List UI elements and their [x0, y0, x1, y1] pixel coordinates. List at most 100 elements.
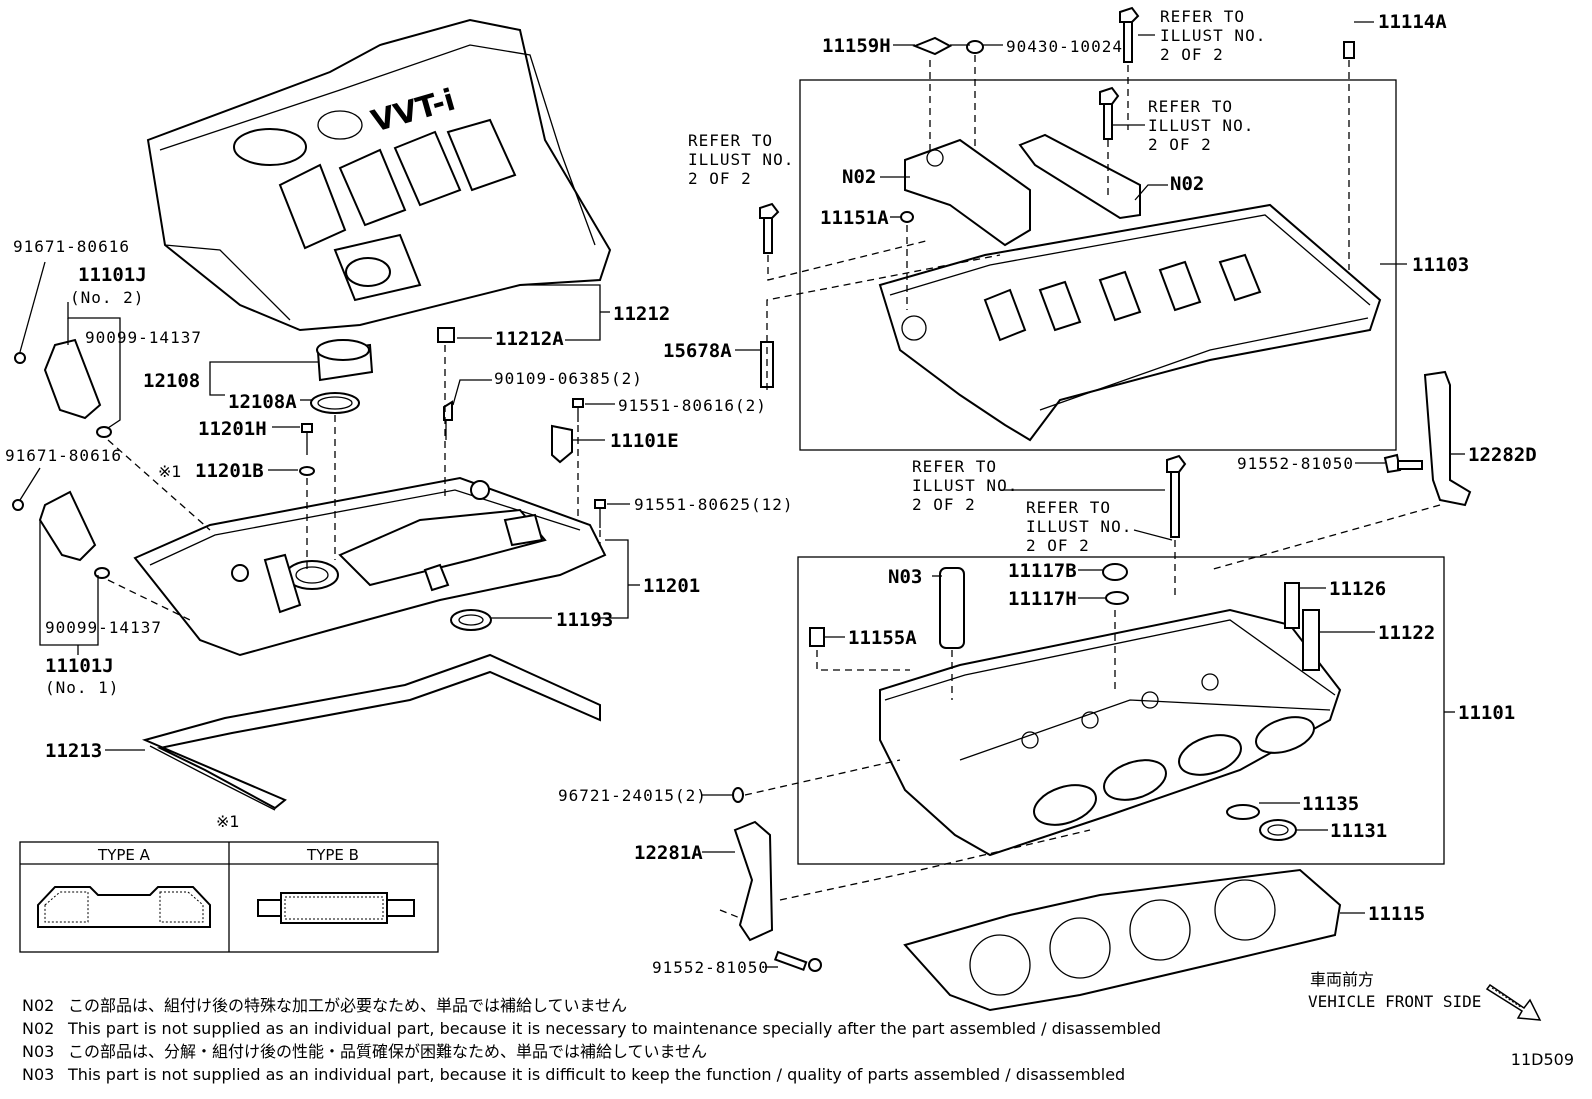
label-90099-bot[interactable]: 90099-14137: [45, 618, 162, 637]
gasket-11117H[interactable]: [1105, 591, 1129, 605]
seal-11131[interactable]: [1259, 819, 1297, 841]
label-N02-right[interactable]: N02: [1170, 173, 1204, 195]
label-96721[interactable]: 96721-24015(2): [558, 786, 707, 805]
label-11101J-no1[interactable]: 11101J: [45, 655, 114, 677]
guide-11122[interactable]: [1302, 609, 1320, 671]
label-11126[interactable]: 11126: [1329, 578, 1386, 600]
label-11159H[interactable]: 11159H: [822, 35, 891, 57]
label-11131[interactable]: 11131: [1330, 820, 1387, 842]
engine-hanger-12282D[interactable]: [1423, 370, 1472, 507]
gasket-11135[interactable]: [1226, 804, 1260, 820]
cylinder-head[interactable]: [879, 608, 1342, 857]
vehicle-front-indicator: 車両前方 VEHICLE FRONT SIDE: [1308, 970, 1542, 1021]
head-cover-gasket[interactable]: [141, 653, 601, 811]
pin-11151A[interactable]: [900, 211, 914, 223]
label-11117H[interactable]: 11117H: [1008, 588, 1077, 610]
label-11213[interactable]: 11213: [45, 740, 102, 762]
label-11101J-no2[interactable]: 11101J: [78, 264, 147, 286]
ocv-valve-no1[interactable]: [12, 490, 110, 579]
label-90099-top[interactable]: 90099-14137: [85, 328, 202, 347]
cam-bearing-cap-n02-right[interactable]: [1018, 133, 1141, 220]
type-table-mark: ※1: [216, 812, 240, 831]
label-11212[interactable]: 11212: [613, 303, 670, 325]
label-11114A[interactable]: 11114A: [1378, 11, 1447, 33]
label-11201B[interactable]: 11201B: [195, 460, 264, 482]
label-11122[interactable]: 11122: [1378, 622, 1435, 644]
dowel-11114A[interactable]: [1343, 41, 1355, 59]
bolt-91552-bot[interactable]: [773, 950, 822, 972]
dowel-N03[interactable]: [939, 567, 965, 649]
bolt-refer-left[interactable]: [759, 202, 780, 254]
label-15678A[interactable]: 15678A: [663, 340, 732, 362]
label-11151A[interactable]: 11151A: [820, 207, 889, 229]
svg-text:2 OF 2: 2 OF 2: [912, 495, 976, 514]
cylinder-head-gasket[interactable]: [903, 868, 1342, 1012]
seal-11193[interactable]: [450, 609, 492, 631]
cam-bearing-cap-n02-left[interactable]: [904, 138, 1031, 247]
sensor-11101E[interactable]: [551, 424, 573, 464]
label-11155A[interactable]: 11155A: [848, 627, 917, 649]
label-11212A[interactable]: 11212A: [495, 328, 564, 350]
label-12108A[interactable]: 12108A: [228, 391, 297, 413]
grommet-11201B[interactable]: [299, 466, 315, 476]
pin-11126[interactable]: [1284, 582, 1300, 629]
label-mark1: ※1: [158, 462, 182, 481]
label-11101E[interactable]: 11101E: [610, 430, 679, 452]
camshaft-housing[interactable]: [878, 203, 1382, 442]
svg-text:ILLUST NO.: ILLUST NO.: [1148, 116, 1254, 135]
label-91552-top[interactable]: 91552-81050: [1237, 454, 1354, 473]
note-text: この部品は、組付け後の特殊な加工が必要なため、単品では補給していません: [68, 996, 628, 1015]
oring-96721[interactable]: [732, 787, 744, 803]
bolt-11201H[interactable]: [301, 423, 313, 455]
label-11115[interactable]: 11115: [1368, 903, 1425, 925]
note-code: N03: [22, 1065, 55, 1084]
bolt-91552-top[interactable]: [1383, 453, 1423, 474]
svg-text:REFER TO: REFER TO: [912, 457, 997, 476]
type-a-section: [37, 886, 211, 928]
label-91671-top[interactable]: 91671-80616: [13, 237, 130, 256]
label-90109[interactable]: 90109-06385(2): [494, 369, 643, 388]
stud-11212A[interactable]: [437, 327, 455, 343]
label-11201[interactable]: 11201: [643, 575, 700, 597]
label-91551-80616[interactable]: 91551-80616(2): [618, 396, 767, 415]
label-11101[interactable]: 11101: [1458, 702, 1515, 724]
bolt-91551-80616[interactable]: [572, 398, 584, 422]
oil-filler-cap[interactable]: [310, 339, 374, 414]
label-12281A[interactable]: 12281A: [634, 842, 703, 864]
refer-block-c: REFER TO ILLUST NO. 2 OF 2: [688, 131, 793, 188]
bolt-refer-mid[interactable]: [1099, 86, 1120, 140]
svg-text:REFER TO: REFER TO: [1160, 7, 1245, 26]
svg-text:ILLUST NO.: ILLUST NO.: [912, 476, 1018, 495]
bolt-refer-top[interactable]: [1119, 6, 1140, 63]
engine-hanger-12281A[interactable]: [733, 820, 774, 942]
pin-90430[interactable]: [966, 40, 984, 54]
label-91552-bot[interactable]: 91552-81050: [652, 958, 769, 977]
label-N03[interactable]: N03: [888, 566, 922, 588]
pin-11155A[interactable]: [809, 627, 825, 647]
label-91671-bot[interactable]: 91671-80616: [5, 446, 122, 465]
label-11201H[interactable]: 11201H: [198, 418, 267, 440]
label-90430[interactable]: 90430-10024: [1006, 37, 1123, 56]
label-11193[interactable]: 11193: [556, 609, 613, 631]
type-b-section: [257, 892, 415, 924]
label-11103[interactable]: 11103: [1412, 254, 1469, 276]
label-11135[interactable]: 11135: [1302, 793, 1359, 815]
label-91551-80625[interactable]: 91551-80625(12): [634, 495, 794, 514]
bolt-90109[interactable]: [443, 400, 453, 440]
label-12108[interactable]: 12108: [143, 370, 200, 392]
bolt-11159H[interactable]: [912, 36, 953, 56]
svg-text:REFER TO: REFER TO: [1026, 498, 1111, 517]
svg-text:2 OF 2: 2 OF 2: [1160, 45, 1224, 64]
bolt-91551-80625[interactable]: [594, 499, 606, 528]
ocv-valve-no2[interactable]: [14, 338, 112, 438]
cylinder-head-cover[interactable]: [133, 476, 607, 657]
engine-cover[interactable]: VVT-i: [146, 18, 612, 332]
label-12282D[interactable]: 12282D: [1468, 444, 1537, 466]
label-11117B[interactable]: 11117B: [1008, 560, 1077, 582]
refer-blocks: REFER TO ILLUST NO. 2 OF 2 REFER TO ILLU…: [688, 7, 1265, 555]
type-b-header: TYPE B: [306, 846, 359, 864]
bolt-refer-head[interactable]: [1166, 454, 1187, 538]
label-N02-left[interactable]: N02: [842, 166, 876, 188]
plug-11117B[interactable]: [1102, 563, 1128, 581]
note-text: この部品は、分解・組付け後の性能・品質確保が困難なため、単品では補給していません: [68, 1042, 708, 1061]
